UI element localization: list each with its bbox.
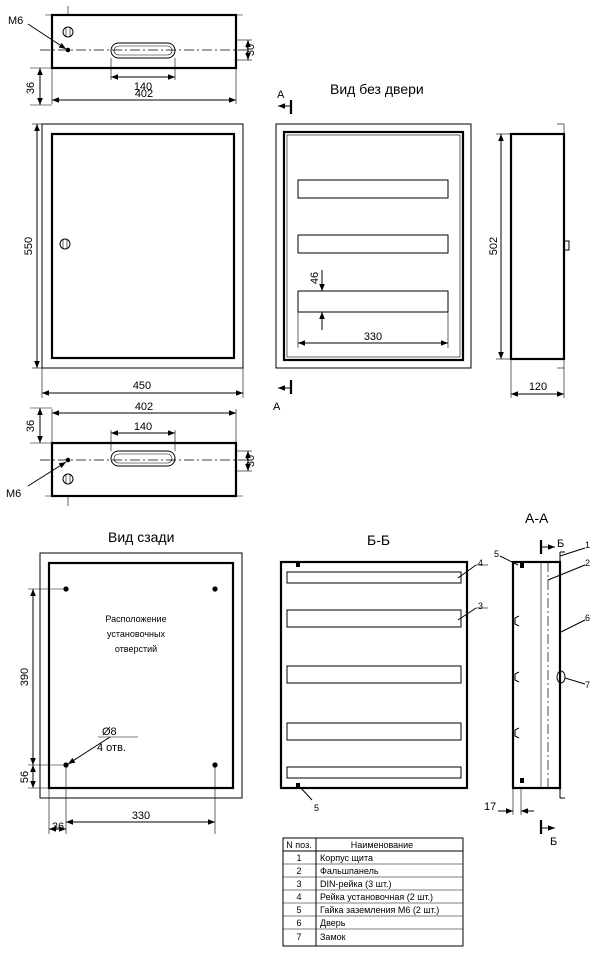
dim-bottom-30: 30 bbox=[245, 455, 257, 467]
section-mark-a-bottom: А bbox=[273, 401, 281, 413]
dim-top-140: 140 bbox=[134, 81, 152, 93]
table-row-num: 3 bbox=[296, 879, 301, 889]
dim-rear-36: 36 bbox=[52, 821, 64, 833]
callout-aa-2: 2 bbox=[585, 558, 590, 568]
table-row-name: Гайка заземления М6 (2 шт.) bbox=[320, 905, 439, 915]
parts-table-lines bbox=[282, 837, 464, 947]
dim-bottom-140: 140 bbox=[134, 421, 152, 433]
view-title-section-aa: А-А bbox=[525, 510, 549, 526]
table-row-name: Рейка установочная (2 шт.) bbox=[320, 892, 433, 902]
dim-rear-hole: Ø8 bbox=[102, 726, 117, 738]
table-row-name: Фальшпанель bbox=[320, 866, 379, 876]
dim-top-402: 402 bbox=[135, 88, 153, 100]
dim-rear-390: 390 bbox=[19, 668, 31, 686]
parts-table: N поз. Наименование 1 Корпус щита 2 Фаль… bbox=[286, 840, 439, 942]
dim-nodoor-46: 46 bbox=[309, 272, 321, 284]
view-title-rear: Вид сзади bbox=[108, 529, 174, 545]
table-header-pos: N поз. bbox=[286, 840, 311, 850]
table-row-num: 5 bbox=[296, 905, 301, 915]
callout-aa-7: 7 bbox=[585, 680, 590, 690]
section-bb-view bbox=[279, 560, 488, 801]
dim-side-120: 120 bbox=[529, 381, 547, 393]
table-row-num: 6 bbox=[296, 918, 301, 928]
callout-bb-4: 4 bbox=[478, 558, 483, 568]
callout-aa-6: 6 bbox=[585, 613, 590, 623]
view-title-no-door: Вид без двери bbox=[330, 81, 424, 97]
section-mark-b-bottom: Б bbox=[550, 836, 557, 848]
view-without-door bbox=[275, 100, 472, 394]
dim-rear-330: 330 bbox=[132, 810, 150, 822]
dim-bottom-36: 36 bbox=[25, 420, 37, 432]
callout-bb-5: 5 bbox=[314, 803, 319, 813]
dim-nodoor-330: 330 bbox=[364, 331, 382, 343]
table-row-num: 2 bbox=[296, 866, 301, 876]
dim-bottom-m6: М6 bbox=[6, 488, 21, 500]
table-header-name: Наименование bbox=[351, 840, 413, 850]
table-row-name: Дверь bbox=[320, 918, 346, 928]
top-view bbox=[27, 6, 252, 106]
view-title-section-bb: Б-Б bbox=[367, 532, 390, 548]
dim-rear-holes-count: 4 отв. bbox=[97, 742, 126, 754]
section-mark-b-top: Б bbox=[557, 538, 564, 550]
table-row-num: 7 bbox=[296, 932, 301, 942]
dim-side-502: 502 bbox=[488, 237, 500, 255]
drawing-labels: Вид без двери Вид сзади Б-Б А-А А А Б Б … bbox=[6, 15, 590, 848]
callout-aa-1: 1 bbox=[585, 540, 590, 550]
rear-note-line-3: отверстий bbox=[115, 644, 157, 654]
callout-aa-5: 5 bbox=[494, 549, 499, 559]
table-row-name: DIN-рейка (3 шт.) bbox=[320, 879, 392, 889]
section-mark-a-top: А bbox=[277, 89, 285, 101]
section-aa-view bbox=[498, 540, 586, 834]
dim-front-550: 550 bbox=[23, 237, 35, 255]
side-view bbox=[496, 123, 570, 398]
dim-rear-56: 56 bbox=[19, 771, 31, 783]
dim-top-30: 30 bbox=[245, 44, 257, 56]
front-view bbox=[32, 123, 244, 398]
dim-top-m6: М6 bbox=[8, 15, 23, 27]
dim-bottom-402: 402 bbox=[135, 401, 153, 413]
dim-aa-17: 17 bbox=[484, 801, 496, 813]
dim-top-36: 36 bbox=[25, 82, 37, 94]
table-row-num: 1 bbox=[296, 853, 301, 863]
table-row-num: 4 bbox=[296, 892, 301, 902]
dim-front-450: 450 bbox=[133, 380, 151, 392]
rear-view bbox=[28, 552, 243, 834]
table-row-name: Корпус щита bbox=[320, 853, 373, 863]
callout-bb-3: 3 bbox=[478, 601, 483, 611]
bottom-view bbox=[27, 407, 252, 506]
rear-note-line-2: установочных bbox=[107, 629, 166, 639]
table-row-name: Замок bbox=[320, 932, 346, 942]
rear-note-line-1: Расположение bbox=[105, 614, 166, 624]
